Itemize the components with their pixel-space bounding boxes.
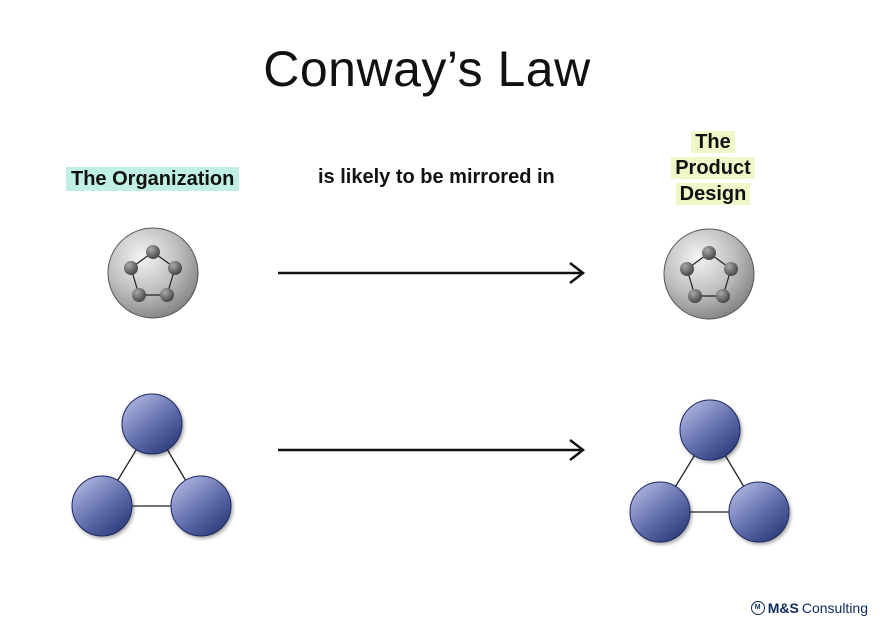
diagram-title: Conway’s Law <box>263 41 591 97</box>
org-team-node <box>71 475 133 537</box>
product-services <box>629 399 790 543</box>
product-design-label: The Product Design <box>640 129 786 207</box>
product-service-node <box>679 399 741 461</box>
org-monolith-node <box>160 288 174 302</box>
product-monolith-node <box>702 246 716 260</box>
org-monolith-node <box>124 261 138 275</box>
org-monolith-disc <box>107 227 199 319</box>
product-monolith-disc <box>663 228 755 320</box>
org-monolith <box>107 227 199 319</box>
bottom-arrow <box>278 439 586 461</box>
brand-name: M&S <box>767 600 799 616</box>
brand-logo: M M&S Consulting <box>750 600 868 616</box>
organization-label-text: The Organization <box>66 167 240 191</box>
product-label-line-2: Product <box>671 157 755 179</box>
organization-label: The Organization <box>66 167 240 191</box>
product-service-node <box>728 481 790 543</box>
org-team-node <box>170 475 232 537</box>
org-monolith-node <box>168 261 182 275</box>
org-monolith-node <box>132 288 146 302</box>
brand-suffix: Consulting <box>801 600 868 616</box>
top-arrow <box>278 262 586 284</box>
product-monolith-node <box>688 289 702 303</box>
product-monolith-node <box>724 262 738 276</box>
product-monolith <box>663 228 755 320</box>
product-label-line-3: Design <box>675 183 751 205</box>
org-monolith-node <box>146 245 160 259</box>
product-monolith-node <box>716 289 730 303</box>
org-team-node <box>121 393 183 455</box>
mirrored-label: is likely to be mirrored in <box>318 166 555 188</box>
org-teams <box>71 393 232 537</box>
product-service-node <box>629 481 691 543</box>
brand-mark-icon: M <box>750 601 765 615</box>
product-monolith-node <box>680 262 694 276</box>
product-label-line-1: The <box>691 131 735 153</box>
